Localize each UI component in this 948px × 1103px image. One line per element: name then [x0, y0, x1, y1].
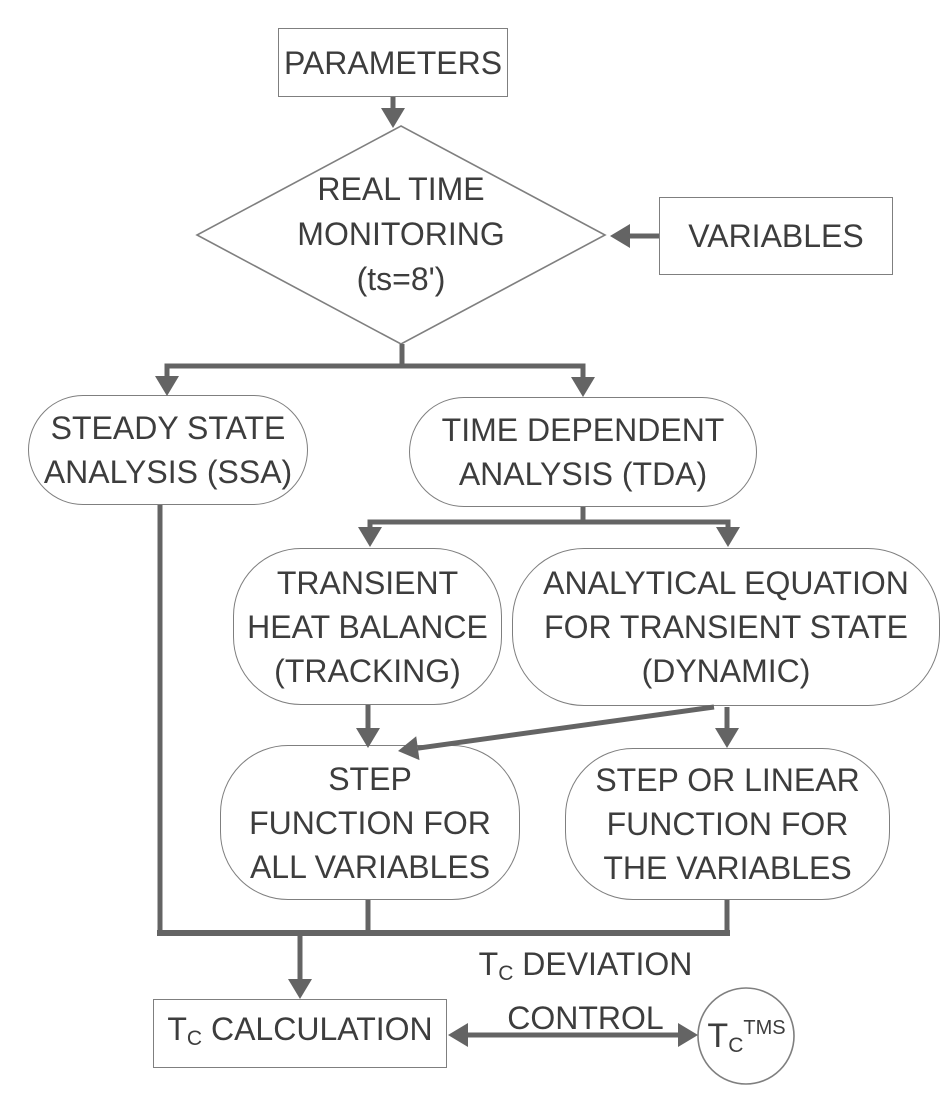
tc-calc-base: T: [167, 1010, 187, 1047]
analytical-equation-node: ANALYTICAL EQUATION FOR TRANSIENT STATE …: [512, 548, 940, 706]
monitoring-line3: (ts=8'): [356, 261, 446, 297]
transient-heat-balance-node: TRANSIENT HEAT BALANCE (TRACKING): [233, 548, 502, 705]
tda-line1: TIME DEPENDENT: [441, 412, 725, 448]
step-linear-line1: STEP OR LINEAR: [595, 762, 860, 798]
tc-calc-rest: CALCULATION: [202, 1010, 433, 1047]
tms-superscript: TMS: [743, 1016, 786, 1039]
real-time-monitoring-node: REAL TIME MONITORING (ts=8'): [201, 167, 601, 302]
tda-line2: ANALYSIS (TDA): [458, 456, 708, 492]
tms-subscript: C: [728, 1033, 744, 1057]
variables-node: VARIABLES: [659, 197, 893, 275]
deviation-base: T: [478, 946, 499, 982]
dynamic-line2: FOR TRANSIENT STATE: [544, 609, 908, 645]
tracking-line2: HEAT BALANCE: [247, 608, 488, 645]
deviation-line1: TC DEVIATION: [479, 942, 693, 996]
monitoring-line2: MONITORING: [297, 216, 505, 252]
arrowhead-into-monitoring: [381, 108, 405, 128]
step-all-line1: STEP: [328, 760, 412, 797]
tracking-line3: (TRACKING): [274, 652, 461, 689]
arrowhead-into-tc-calculation: [288, 979, 312, 999]
tms-label: TCTMS: [707, 1011, 785, 1063]
tc-calc-subscript: C: [186, 1026, 203, 1050]
step-all-line3: ALL VARIABLES: [249, 848, 491, 885]
step-or-linear-function-node: STEP OR LINEAR FUNCTION FOR THE VARIABLE…: [565, 748, 890, 900]
step-linear-line3: THE VARIABLES: [603, 850, 852, 886]
tc-calculation-node: TC CALCULATION: [153, 999, 447, 1068]
step-all-line2: FUNCTION FOR: [249, 804, 491, 841]
time-dependent-analysis-node: TIME DEPENDENT ANALYSIS (TDA): [409, 397, 757, 507]
parameters-node: PARAMETERS: [278, 28, 508, 97]
ssa-line1: STEADY STATE: [50, 410, 286, 446]
connector-dynamic-to-step-all-diagonal: [417, 704, 715, 751]
deviation-line2: CONTROL: [507, 1000, 664, 1036]
dynamic-line3: (DYNAMIC): [641, 653, 811, 689]
step-function-all-variables-node: STEP FUNCTION FOR ALL VARIABLES: [220, 745, 520, 900]
parameters-label: PARAMETERS: [283, 44, 503, 81]
tms-node: TCTMS: [698, 988, 795, 1085]
ssa-line2: ANALYSIS (SSA): [43, 454, 293, 490]
deviation-subscript: C: [498, 962, 514, 985]
steady-state-analysis-node: STEADY STATE ANALYSIS (SSA): [28, 395, 308, 505]
arrowhead-into-tracking: [358, 527, 382, 547]
arrowhead-into-step-linear: [715, 728, 739, 748]
dynamic-line1: ANALYTICAL EQUATION: [543, 565, 909, 601]
deviation-rest: DEVIATION: [513, 946, 693, 982]
tms-base: T: [707, 1016, 729, 1055]
step-linear-line2: FUNCTION FOR: [606, 806, 849, 842]
tracking-line1: TRANSIENT: [276, 564, 459, 601]
tc-deviation-control-label: TC DEVIATION CONTROL: [458, 942, 713, 1041]
arrowhead-into-ssa: [155, 376, 179, 396]
arrowhead-into-dynamic: [716, 527, 740, 547]
tc-calculation-label: TC CALCULATION: [167, 1007, 432, 1061]
monitoring-line1: REAL TIME: [317, 171, 485, 207]
arrowhead-into-tda: [571, 377, 595, 397]
arrowhead-variables-into-monitoring: [610, 224, 630, 248]
variables-label: VARIABLES: [688, 218, 864, 254]
